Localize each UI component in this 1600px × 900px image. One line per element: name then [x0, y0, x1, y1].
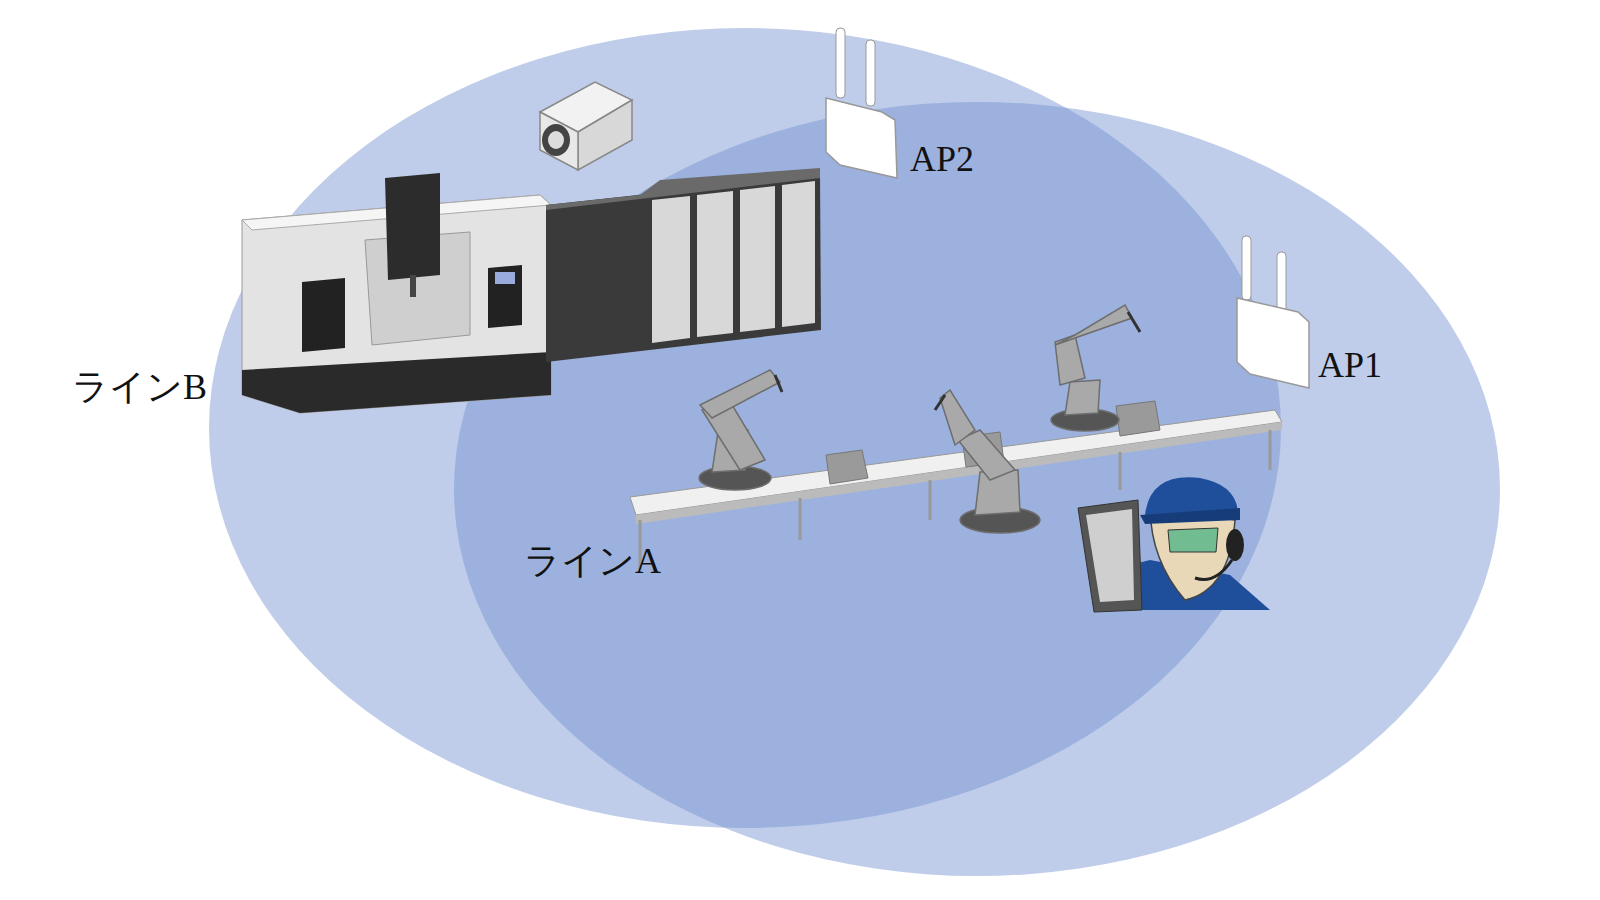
access-point-part [1237, 298, 1309, 388]
machine-tool-part [410, 275, 416, 297]
area-label: AP2 [910, 140, 974, 180]
machine-tool-part-part [740, 186, 775, 332]
conveyor-part-part [799, 498, 802, 540]
robot-arm-part [1065, 380, 1100, 415]
camera-part [542, 124, 570, 156]
workpiece [826, 401, 1160, 484]
area-label: ラインA [524, 542, 661, 582]
worker-part [1195, 560, 1232, 580]
access-point-part [826, 98, 897, 178]
area-label: AP1 [1318, 346, 1382, 386]
conveyor-part-part [1119, 452, 1122, 490]
machine-tool-part-part [652, 196, 690, 343]
conveyor-part-part [929, 480, 932, 520]
camera-part [578, 100, 632, 170]
access-point-part [1242, 236, 1251, 300]
workpiece-part [826, 450, 868, 484]
machine-tool [242, 168, 821, 413]
robot-arm-part [775, 375, 782, 392]
machine-tool-part [652, 181, 815, 343]
area-label: ラインB [72, 368, 207, 408]
conveyor-part-part [1269, 430, 1272, 470]
access-point-part [1277, 252, 1286, 312]
robot-arm-part [1128, 312, 1140, 332]
worker-part [1140, 508, 1240, 524]
access-point-part [836, 28, 845, 98]
workpiece-part [1116, 401, 1160, 436]
robot-arm-part [1055, 305, 1132, 345]
machine-tool-part [488, 265, 522, 328]
robot-arm-part [958, 430, 1015, 480]
coverage-area-part [454, 102, 1500, 876]
robot-arm-part [935, 395, 945, 410]
machine-tool-part [242, 352, 551, 413]
access-point-part [866, 40, 875, 106]
camera-part [540, 112, 578, 170]
camera [540, 82, 632, 170]
worker [1078, 477, 1270, 612]
worker-part [1078, 500, 1142, 612]
camera-part [548, 131, 564, 149]
robot-arm-part [940, 390, 975, 445]
coverage-area [209, 28, 1500, 876]
robot-arm [699, 305, 1140, 533]
worker-part [1168, 528, 1218, 552]
machine-tool-part [385, 173, 440, 280]
worker-part [1086, 509, 1134, 602]
machine-tool-part [302, 278, 345, 352]
access-point [826, 28, 1309, 388]
worker-part [1226, 529, 1244, 561]
machine-tool-part-part [697, 191, 733, 337]
machine-tool-part [495, 272, 515, 284]
robot-arm-part [700, 370, 780, 418]
machine-tool-part-part [782, 181, 815, 327]
